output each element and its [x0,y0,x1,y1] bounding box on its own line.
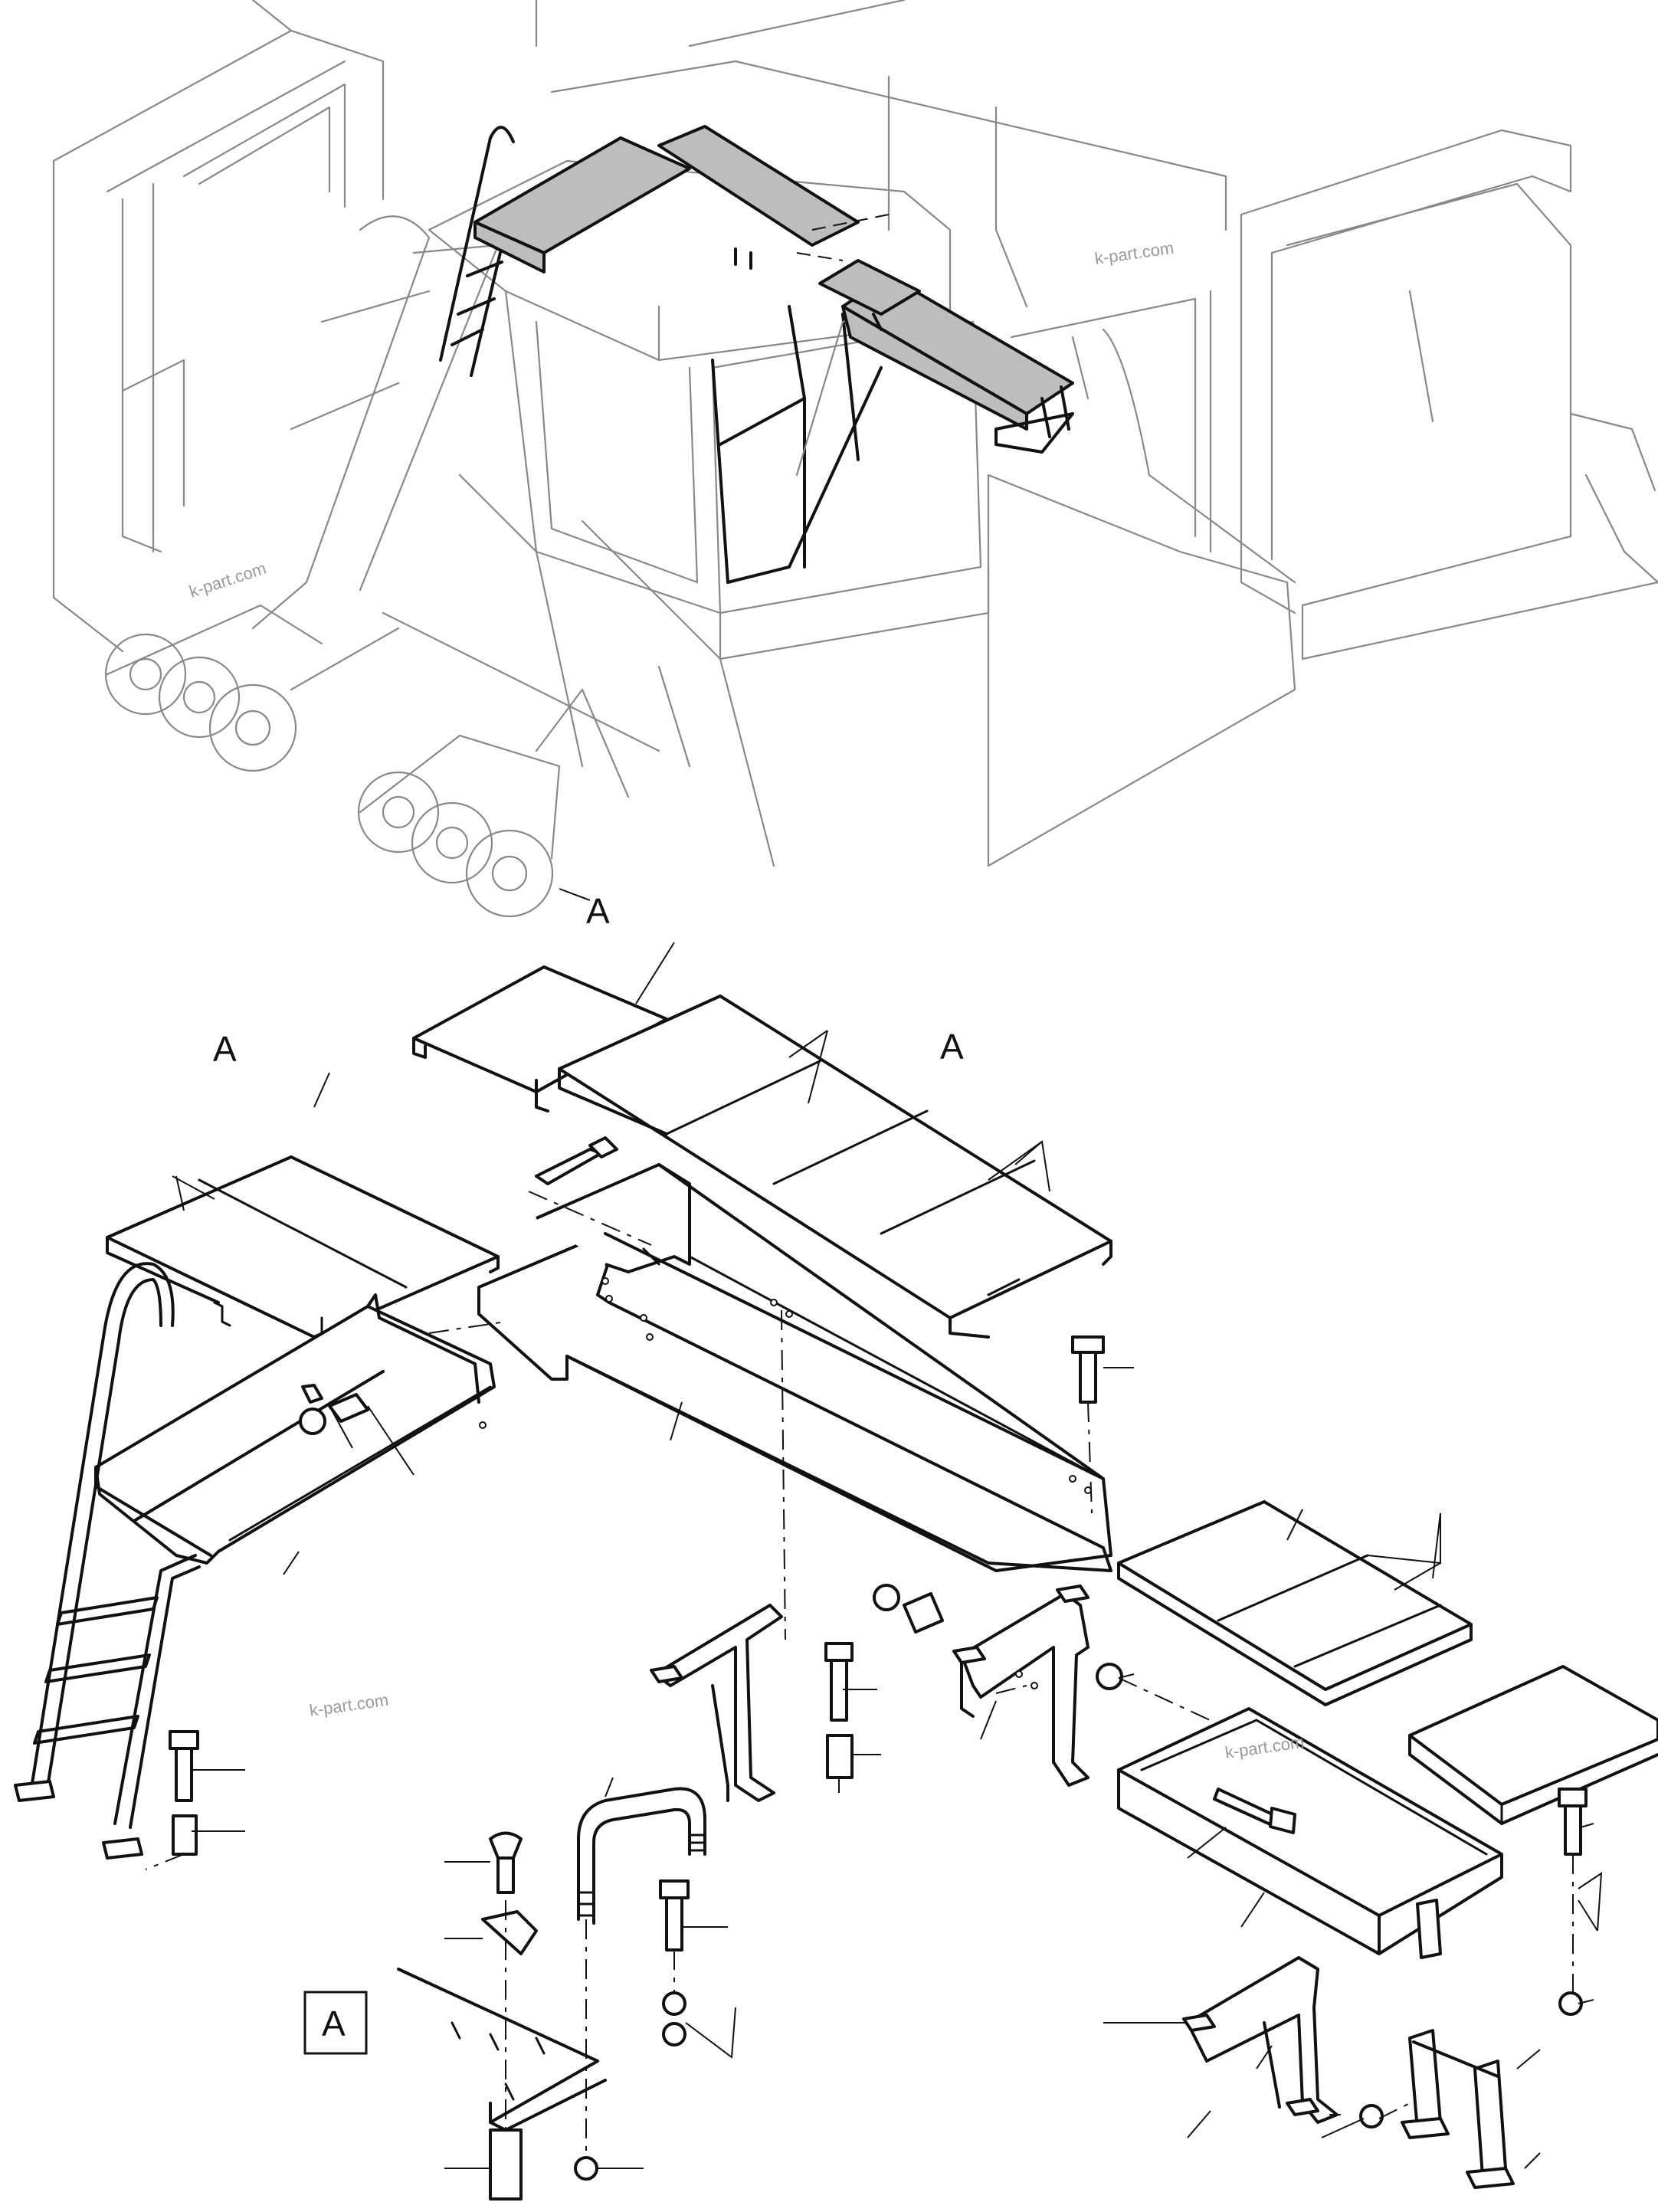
cab-window-frame [711,305,883,584]
support-bracket-3 [1182,1956,1339,2124]
walkway-plate-small [1408,1665,1658,1825]
walkway-plate-right [1117,1500,1473,1706]
right-tray [1117,1707,1503,1955]
overview-ladder [439,126,515,377]
detail-marker-a-right: A [940,1027,964,1067]
engine-housing [382,0,1658,867]
boom-arms [104,215,630,918]
post-legs [1401,1899,1515,2189]
support-bracket-2 [952,1584,1089,1787]
overview-marker-a: A [586,891,610,931]
boxed-marker-a: A [322,2004,346,2043]
machine-overview: A [52,0,1658,931]
center-lines [145,1191,1574,2157]
watermark-1: k-part.com [1093,238,1175,268]
left-platform [94,1293,496,1565]
watermark-2: k-part.com [187,559,269,601]
cab [428,159,990,768]
walkway-plate-upper [412,965,1112,1339]
ladder [14,1262,201,1860]
boxed-marker-frame [303,1991,368,2055]
highlighted-walkway [473,125,1074,454]
walkway-plate-left [106,1155,500,1358]
mounting-plate-a [397,1968,607,2132]
u-bolt [577,1787,706,1925]
callout-leaders [172,942,1603,2169]
overview-marker-leader [559,888,591,901]
watermark-3: k-part.com [308,1690,389,1720]
watermarks: k-part.com k-part.com k-part.com k-part.… [187,238,1306,1762]
exploded-detail: A A [14,942,1658,2201]
detail-marker-a-left: A [213,1029,237,1069]
left-frame [52,0,538,653]
support-bracket-1 [650,1604,783,1802]
